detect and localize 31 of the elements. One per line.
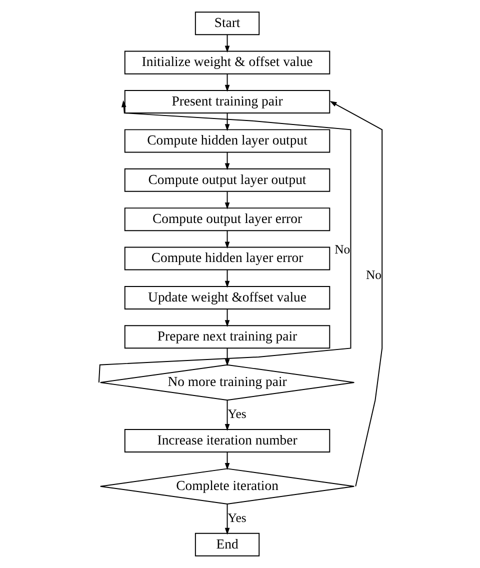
node-diamond: Complete iteration [99,468,354,504]
edge-label: No [334,242,350,256]
node-box: Update weight &offset value [124,286,330,310]
node-box: Compute hidden layer output [124,129,330,153]
node-box: Present training pair [124,90,330,114]
node-box: Prepare next training pair [124,325,330,349]
arrow [224,400,230,431]
node-box: Increase iteration number [124,429,330,453]
node-box: Initialize weight & offset value [124,50,330,74]
arrow [329,101,382,487]
edge-label: No [365,268,382,282]
arrow [224,270,230,288]
node-box: Compute hidden layer error [124,246,330,270]
arrow [224,230,230,249]
node-box: Compute output layer output [124,168,330,192]
arrow [224,152,230,170]
node-box: Compute output layer error [124,208,330,232]
arrow [224,452,230,470]
arrow [224,504,230,535]
edge-label: Yes [227,407,246,422]
arrow [224,34,230,53]
node-box: Start [194,12,260,36]
arrow [224,348,230,366]
node-box: End [194,532,260,556]
arrow [224,112,230,131]
arrow [224,74,230,92]
arrow [224,191,230,210]
node-diamond: No more training pair [99,364,354,401]
edge-label: Yes [227,510,246,525]
arrow [98,100,351,383]
arrow [224,308,230,327]
